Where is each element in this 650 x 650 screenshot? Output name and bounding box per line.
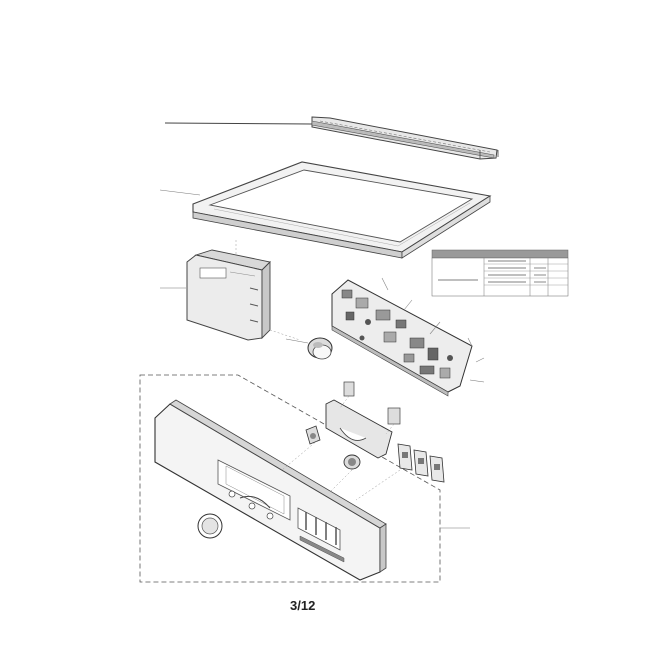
parts-table (431, 249, 569, 297)
key-buttons-part (397, 443, 445, 483)
top-strip-part (164, 116, 499, 160)
knob-part (285, 337, 333, 360)
top-frame-part (159, 161, 492, 259)
button-cap-center-part (343, 454, 361, 470)
control-box-part (160, 240, 271, 341)
panel-bracket-part (325, 381, 401, 459)
control-panel-assembly-box (139, 374, 470, 583)
button-cap-left-part (305, 425, 321, 445)
page-number: 3/12 (290, 598, 316, 613)
assembly-guide-lines (269, 329, 401, 501)
pcb-board-part (331, 277, 485, 397)
control-panel-part (154, 399, 387, 581)
